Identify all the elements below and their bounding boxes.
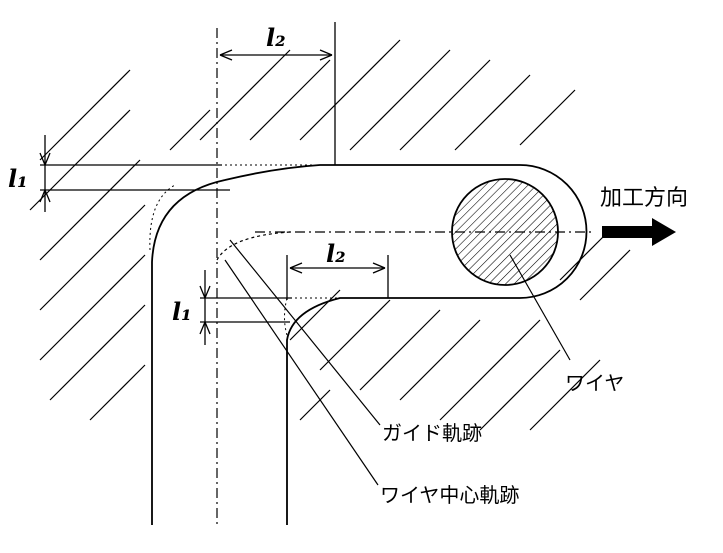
cut-outline [151, 164, 588, 525]
wire-center-path-label: ワイヤ中心軌跡 [380, 483, 519, 507]
material-hatching [29, 39, 631, 431]
dim-l1-inner: l₁ [172, 297, 192, 326]
wire-center-path [216, 231, 291, 261]
leader-lines [224, 239, 571, 486]
wire-label: ワイヤ [565, 371, 624, 395]
dim-l2-inner: l₂ [326, 239, 346, 268]
machining-direction-label: 加工方向 [600, 186, 688, 211]
center-lines [216, 28, 595, 525]
dim-l1-left: l₁ [8, 164, 28, 193]
dim-l2-top: l₂ [266, 23, 286, 52]
dimension-lines [39, 22, 389, 345]
arrow-right-icon [602, 218, 676, 246]
guide-path-label: ガイド軌跡 [382, 421, 482, 445]
